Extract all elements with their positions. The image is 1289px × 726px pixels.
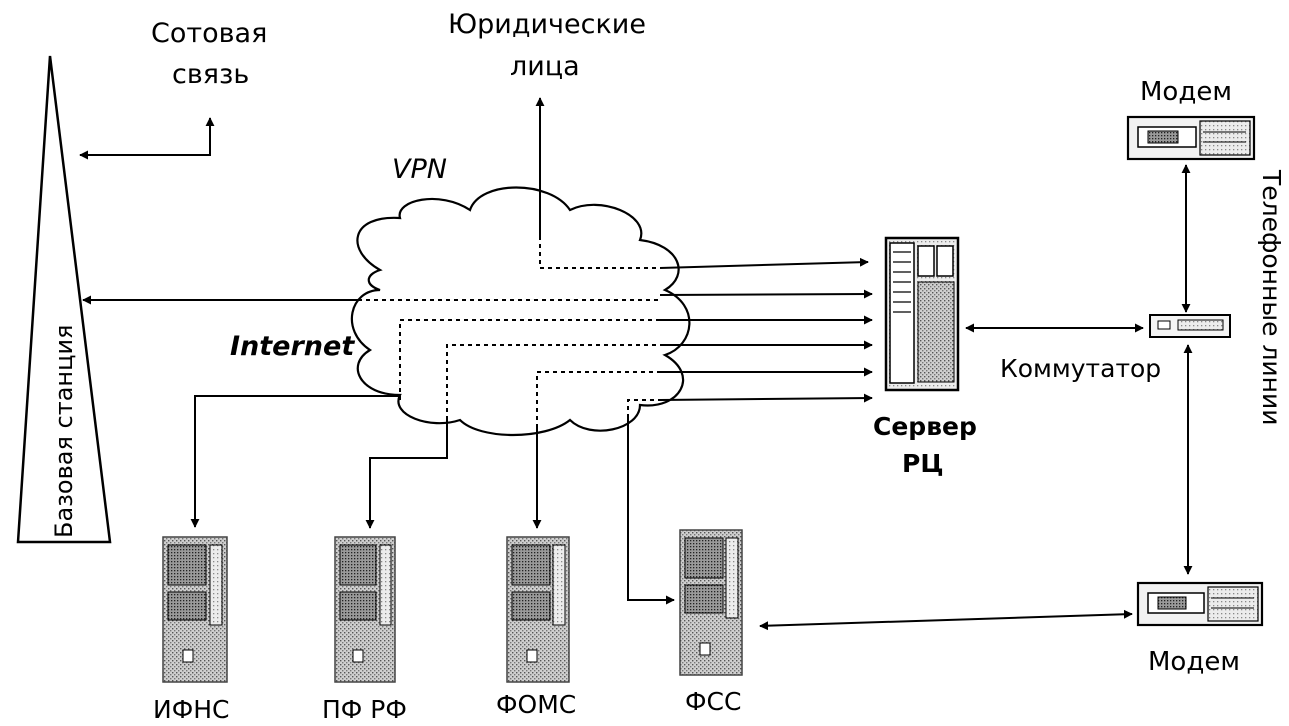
modem-icon-bottom — [1136, 581, 1264, 627]
server-rc: Сервер РЦ — [873, 236, 977, 478]
org-foms: ФОМС — [496, 536, 576, 719]
modem-icon — [1126, 115, 1256, 161]
modem-bottom: Модем — [1136, 581, 1264, 677]
switch-icon — [1149, 314, 1231, 338]
connectors — [79, 97, 1193, 631]
vpn-tunnels — [358, 236, 660, 428]
org-ifns: ИФНС — [153, 536, 229, 724]
switch-label: Коммутатор — [1000, 354, 1161, 383]
tower-icon — [16, 55, 112, 544]
legal-entities-label: Юридические — [448, 9, 646, 40]
ifns-label: ИФНС — [153, 695, 229, 724]
server-icon — [884, 236, 960, 392]
vpn-label: VPN — [392, 154, 447, 185]
server-icon-ifns — [162, 536, 228, 683]
org-fss: ФСС — [679, 529, 743, 716]
base-station-label: Базовая станция — [50, 325, 78, 538]
server-icon-pfrf — [334, 536, 396, 683]
server-icon-foms — [506, 536, 570, 683]
cellular-label: Сотовая — [151, 18, 267, 49]
server-label: Сервер — [873, 412, 977, 441]
modem-top-label: Модем — [1140, 77, 1232, 107]
server-links — [659, 257, 873, 403]
cellular-label-2: связь — [172, 59, 249, 90]
modem-top: Модем — [1126, 77, 1256, 161]
server-icon-fss — [679, 529, 743, 676]
fss-label: ФСС — [685, 687, 741, 716]
server-label-2: РЦ — [902, 449, 944, 478]
phone-lines-label: Телефонные линии — [1257, 169, 1286, 426]
base-station: Базовая станция — [16, 55, 112, 544]
pfrf-label: ПФ РФ — [322, 695, 407, 724]
internet-label: Internet — [230, 331, 355, 362]
foms-label: ФОМС — [496, 690, 576, 719]
modem-bottom-label: Модем — [1148, 647, 1240, 677]
legal-entities-label-2: лица — [510, 51, 580, 82]
network-switch: Коммутатор — [1000, 314, 1231, 383]
internet-cloud: Internet VPN — [230, 154, 691, 437]
org-pfrf: ПФ РФ — [322, 536, 407, 724]
